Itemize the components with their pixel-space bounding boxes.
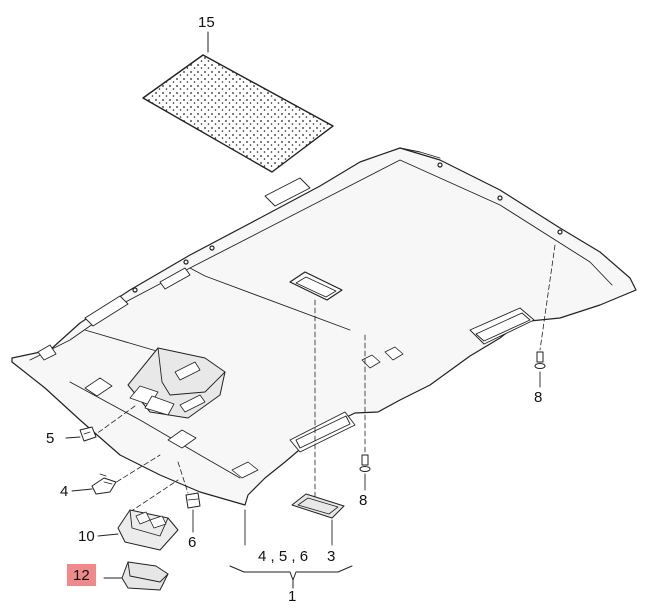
label-15: 15 [198,14,215,31]
cover-plate-part-3 [291,493,345,519]
label-10: 10 [78,528,95,545]
front-console-bracket [127,347,226,419]
small-recesses [84,346,404,479]
label-group: 4 , 5 , 6 [258,548,309,565]
cover-part-12 [121,561,169,591]
insulation-mat [142,31,334,173]
label-8-right: 8 [534,389,543,406]
assembly-lines-left [91,405,189,513]
leader-lines [65,371,541,579]
label-8-centre: 8 [359,492,368,509]
right-edge-recesses [289,307,535,453]
label-5: 5 [46,430,55,447]
console-housing-part-10 [117,509,179,551]
assembly-lines-right [364,244,556,456]
left-edge-recesses [37,177,311,361]
clip-part-5 [79,426,97,442]
label-4: 4 [60,483,69,500]
centre-opening [289,271,343,501]
label-12: 12 [67,564,96,586]
headliner [11,147,637,506]
label-1: 1 [288,588,297,605]
screw-part-8-right [534,351,546,369]
clip-part-6 [185,492,201,509]
label-3: 3 [327,548,336,565]
bracket-part-4 [91,473,117,495]
label-6: 6 [188,534,197,551]
group-bracket [229,565,353,589]
screw-part-8-centre [359,454,371,472]
